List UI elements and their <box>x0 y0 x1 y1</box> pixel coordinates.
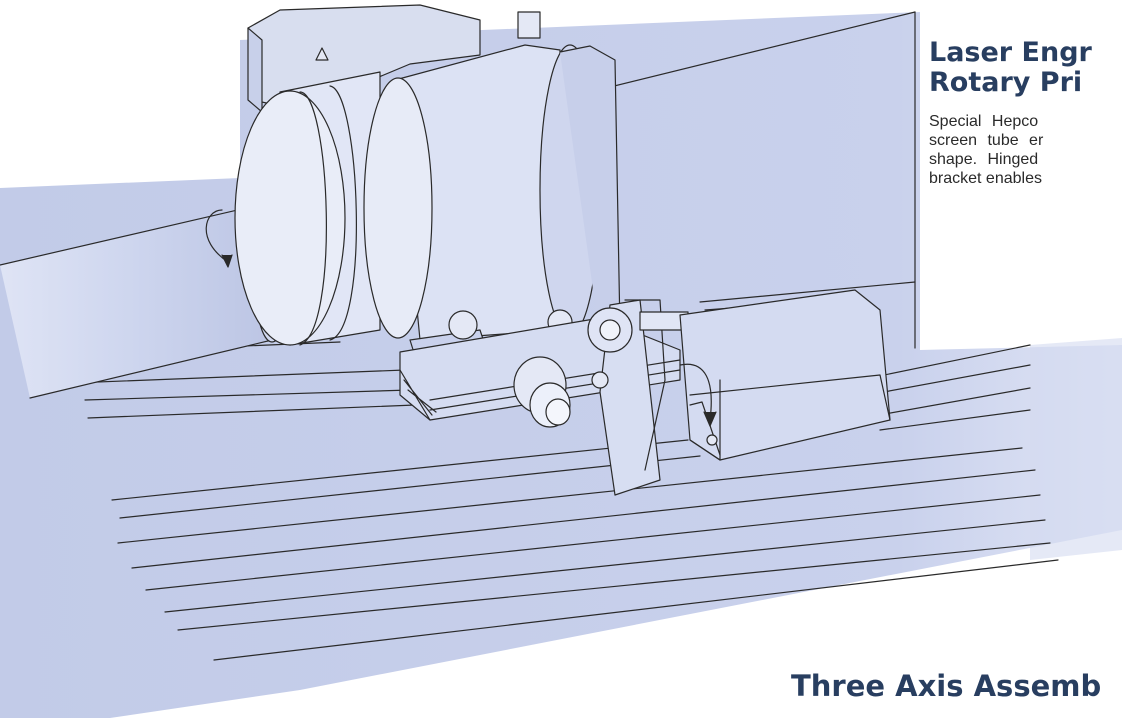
page-title-line-1: Laser Engr <box>929 38 1092 68</box>
description-line: screen tube er <box>929 132 1044 149</box>
description-line: bracket enables <box>929 170 1042 187</box>
page-title: Laser Engr Rotary Pri <box>929 38 1122 98</box>
description-line: Special Hepco <box>929 113 1039 130</box>
description-line: shape. Hinged <box>929 151 1039 168</box>
intro-text-block: Laser Engr Rotary Pri Special Hepco scre… <box>929 38 1122 188</box>
page-title-line-2: Rotary Pri <box>929 67 1083 98</box>
description-paragraph: Special Hepco screen tube er shape. Hing… <box>929 112 1122 188</box>
section-title: Three Axis Assemb <box>791 669 1102 703</box>
